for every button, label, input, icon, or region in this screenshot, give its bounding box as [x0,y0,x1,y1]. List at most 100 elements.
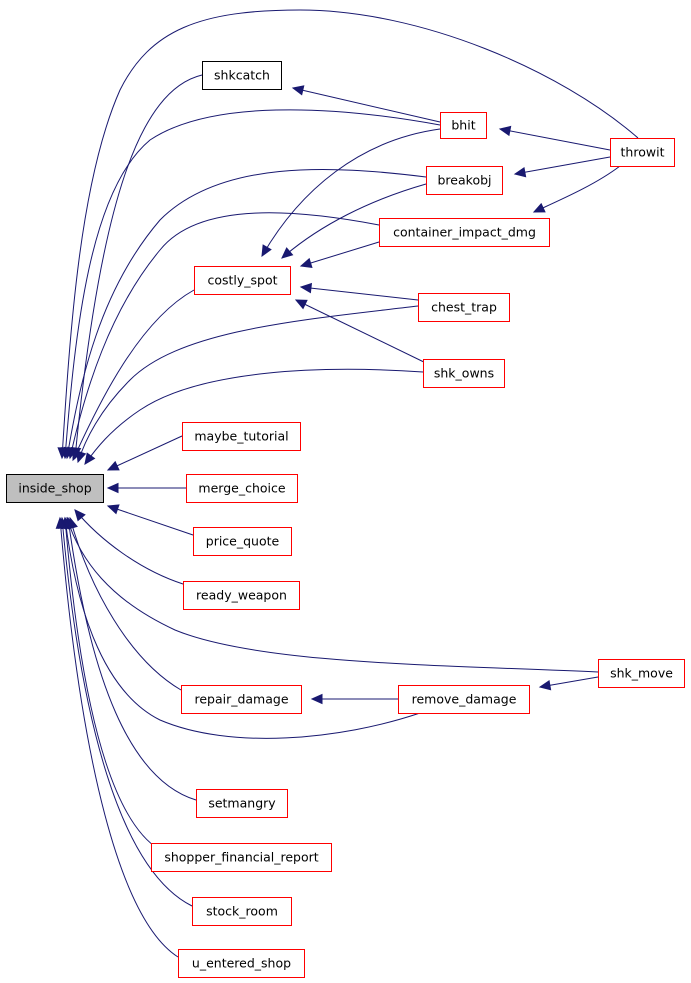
edges-layer [55,9,639,958]
edge-ready-weapon-to-inside-shop-arrowhead [74,509,86,522]
node-ready-weapon[interactable]: ready_weapon [183,581,300,610]
node-shkcatch[interactable]: shkcatch [202,61,282,90]
edge-shkcatch-to-inside-shop [74,74,203,459]
edge-shk-owns-to-costly-spot [295,299,431,366]
node-setmangry-box [196,789,288,818]
edge-breakobj-to-costly-spot [281,183,427,259]
edge-chest-trap-to-costly-spot [300,286,419,301]
node-chest-trap[interactable]: chest_trap [418,293,510,322]
node-u-entered-shop-label: u_entered_shop [192,956,291,971]
edge-repair-damage-to-inside-shop [69,517,182,691]
node-maybe-tutorial-box [182,422,301,451]
node-price-quote-label: price_quote [206,534,280,549]
edge-bhit-to-shkcatch-arrowhead [291,85,305,96]
edge-container-impact-dmg-to-costly-spot [300,241,380,267]
node-shk-owns-label: shk_owns [434,366,494,381]
node-throwit-label: throwit [621,145,665,160]
node-throwit-box [610,138,675,167]
edge-chest-trap-to-costly-spot-arrowhead [299,282,313,294]
node-stock-room-label: stock_room [206,904,278,919]
edge-shk-move-to-remove-damage-arrowhead [538,680,552,691]
edge-bhit-to-shkcatch [292,87,441,123]
edge-throwit-to-bhit [499,128,611,151]
edge-maybe-tutorial-to-inside-shop-arrowhead [106,460,120,471]
node-price-quote[interactable]: price_quote [193,527,292,556]
node-stock-room[interactable]: stock_room [192,897,292,926]
edge-costly-spot-to-inside-shop [72,289,195,461]
edge-throwit-to-bhit-arrowhead [498,125,512,137]
node-throwit[interactable]: throwit [610,138,675,167]
node-container-impact-dmg-label: container_impact_dmg [393,225,536,240]
node-remove-damage-box [398,685,530,714]
edge-shk-owns-to-costly-spot-arrowhead [294,299,308,310]
node-costly-spot[interactable]: costly_spot [194,266,291,295]
node-bhit-label: bhit [451,118,475,133]
node-container-impact-dmg[interactable]: container_impact_dmg [379,218,550,247]
node-inside-shop-label: inside_shop [18,481,91,496]
node-shopper-financial-report[interactable]: shopper_financial_report [151,843,332,872]
node-shopper-financial-report-label: shopper_financial_report [164,850,318,865]
node-inside-shop[interactable]: inside_shop [6,474,104,503]
node-maybe-tutorial-label: maybe_tutorial [194,429,288,444]
edge-remove-damage-to-inside-shop [64,517,421,739]
node-shk-move-box [598,659,685,688]
node-container-impact-dmg-box [379,218,550,247]
node-ready-weapon-box [183,581,300,610]
node-merge-choice[interactable]: merge_choice [186,474,298,503]
node-stock-room-box [192,897,292,926]
node-setmangry[interactable]: setmangry [196,789,288,818]
node-ready-weapon-label: ready_weapon [196,588,287,603]
edge-throwit-to-container-impact-dmg-arrowhead [532,202,546,213]
edge-container-impact-dmg-to-costly-spot-arrowhead [299,257,313,268]
node-breakobj-label: breakobj [438,173,492,188]
node-bhit-box [440,112,487,139]
edge-ready-weapon-to-inside-shop [74,509,184,585]
edge-merge-choice-to-inside-shop-arrowhead [106,482,119,494]
node-shkcatch-box [202,61,282,90]
edge-throwit-to-breakobj-arrowhead [513,166,527,178]
node-bhit[interactable]: bhit [440,112,487,139]
edge-breakobj-to-inside-shop [66,168,427,459]
edge-u-entered-shop-to-inside-shop-arrowhead [55,516,67,529]
node-repair-damage-label: repair_damage [194,692,288,707]
node-shk-move[interactable]: shk_move [598,659,685,688]
edge-remove-damage-to-repair-damage-arrowhead [310,693,323,705]
edge-u-entered-shop-to-inside-shop [59,517,179,958]
node-shk-owns-box [423,359,505,388]
edge-breakobj-to-costly-spot-arrowhead [281,247,294,259]
node-u-entered-shop[interactable]: u_entered_shop [178,949,305,978]
node-remove-damage[interactable]: remove_damage [398,685,530,714]
edge-shk-owns-to-inside-shop-arrowhead [84,452,96,465]
edge-shk-owns-to-inside-shop [84,368,424,465]
nodes-layer: inside_shop shkcatch bhit throwit breakobj co… [6,61,685,978]
node-chest-trap-label: chest_trap [431,300,497,315]
node-shk-move-label: shk_move [610,666,673,681]
node-repair-damage-box [181,685,302,714]
edge-price-quote-to-inside-shop-arrowhead [106,504,120,515]
edge-bhit-to-inside-shop [64,109,441,459]
node-breakobj[interactable]: breakobj [426,166,503,195]
node-shk-owns[interactable]: shk_owns [423,359,505,388]
edge-throwit-to-inside-shop-arrowhead [57,447,68,460]
node-costly-spot-label: costly_spot [207,273,277,288]
node-shkcatch-label: shkcatch [214,68,270,83]
node-costly-spot-box [194,266,291,295]
edge-chest-trap-to-inside-shop [77,305,419,463]
edge-shopper-financial-report-to-inside-shop [64,517,161,851]
edge-throwit-to-container-impact-dmg [533,165,621,213]
node-breakobj-box [426,166,503,195]
node-merge-choice-label: merge_choice [198,481,285,496]
edge-price-quote-to-inside-shop [107,505,194,536]
node-repair-damage[interactable]: repair_damage [181,685,302,714]
node-shopper-financial-report-box [151,843,332,872]
node-maybe-tutorial[interactable]: maybe_tutorial [182,422,301,451]
edge-maybe-tutorial-to-inside-shop [107,435,183,471]
edge-container-impact-dmg-to-inside-shop [69,212,380,459]
edge-shk-move-to-inside-shop [66,517,599,673]
edge-bhit-to-costly-spot [261,128,441,257]
edge-throwit-to-breakobj [514,156,611,175]
node-u-entered-shop-box [178,949,305,978]
edge-throwit-to-inside-shop [61,9,639,459]
node-price-quote-box [193,527,292,556]
